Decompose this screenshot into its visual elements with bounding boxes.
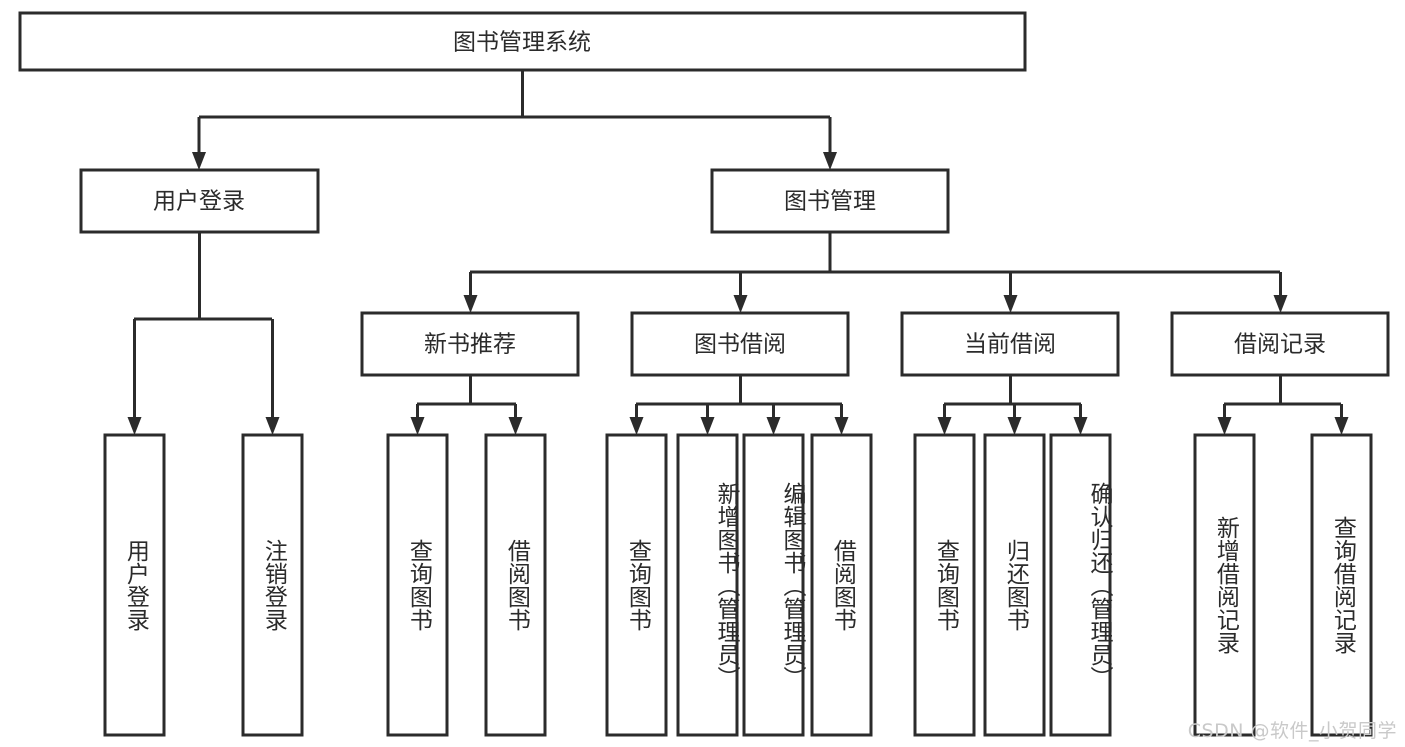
node-box-new-book-recommend[interactable] [360, 311, 580, 377]
leaf-label-query-book-cb: 查询图书 [932, 539, 959, 631]
leaf-box-query-book-bb[interactable] [605, 433, 668, 737]
leaf-box-user-login[interactable] [103, 433, 166, 737]
leaf-box-borrow-book-nbr[interactable] [484, 433, 547, 737]
node-box-borrow-record[interactable] [1170, 311, 1390, 377]
leaf-label-query-book-nbr: 查询图书 [405, 539, 432, 631]
connector-newbook-to-leaves [410, 375, 523, 435]
leaf-label-query-borrow-record: 查询借阅记录 [1329, 516, 1356, 654]
node-label-borrow-record: 借阅记录 [1234, 332, 1326, 358]
leaf-label-edit-book-admin: 编辑图书（管理员） [779, 481, 805, 689]
node-label-root: 图书管理系统 [453, 30, 591, 56]
connector-userlogin-to-leaves [127, 232, 280, 435]
leaf-label-user-login: 用户登录 [122, 539, 149, 631]
leaf-label-borrow-book-nbr: 借阅图书 [503, 539, 530, 631]
leaf-box-add-borrow-record[interactable] [1193, 433, 1256, 737]
node-label-book-management: 图书管理 [784, 189, 876, 215]
leaf-box-return-book[interactable] [983, 433, 1046, 737]
leaf-box-query-borrow-record[interactable] [1310, 433, 1373, 737]
node-label-book-borrow: 图书借阅 [694, 332, 786, 358]
node-box-book-borrow[interactable] [630, 311, 850, 377]
node-layer [18, 11, 1390, 737]
leaf-label-add-borrow-record: 新增借阅记录 [1212, 516, 1239, 654]
leaf-label-query-book-bb: 查询图书 [624, 539, 651, 631]
leaf-label-confirm-return-admin: 确认归还（管理员） [1086, 481, 1112, 689]
node-box-current-borrow[interactable] [900, 311, 1120, 377]
leaf-box-query-book-cb[interactable] [913, 433, 976, 737]
leaf-label-add-book-admin: 新增图书（管理员） [713, 481, 739, 689]
node-box-user-login[interactable] [79, 168, 320, 234]
leaf-label-logout: 注销登录 [260, 539, 287, 631]
connector-bookmgmt-to-level3 [463, 232, 1288, 313]
node-box-root[interactable] [18, 11, 1027, 72]
connector-layer [127, 70, 1349, 435]
leaf-box-edit-book-admin[interactable] [742, 433, 805, 737]
leaf-box-logout[interactable] [241, 433, 304, 737]
csdn-watermark: CSDN @软件_小贺同学 [1187, 720, 1397, 742]
node-label-current-borrow: 当前借阅 [964, 332, 1056, 358]
node-label-new-book-recommend: 新书推荐 [424, 332, 516, 358]
horizontal-label-layer: 图书管理系统 用户登录 图书管理 新书推荐 图书借阅 当前借阅 借阅记录 [153, 30, 1326, 358]
connector-borrowbook-to-leaves [629, 375, 849, 435]
leaf-box-confirm-return-admin[interactable] [1049, 433, 1112, 737]
leaf-box-query-book-nbr[interactable] [386, 433, 449, 737]
leaf-box-add-book-admin[interactable] [676, 433, 739, 737]
node-box-book-management[interactable] [710, 168, 950, 234]
leaf-box-borrow-book-bb[interactable] [810, 433, 873, 737]
leaf-label-return-book: 归还图书 [1002, 539, 1029, 631]
node-label-user-login: 用户登录 [153, 189, 245, 215]
leaf-label-borrow-book-bb: 借阅图书 [829, 539, 856, 631]
connector-currentborrow-to-leaves [937, 375, 1088, 435]
connector-root-to-level2 [192, 70, 837, 170]
connector-borrowrecord-to-leaves [1217, 375, 1349, 435]
